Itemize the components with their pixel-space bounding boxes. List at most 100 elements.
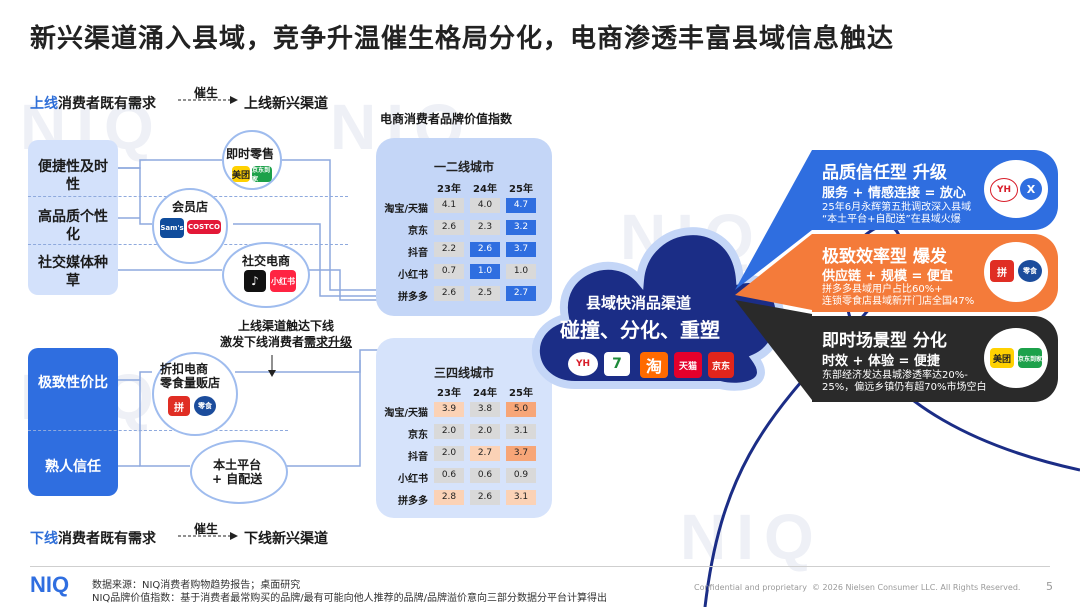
top-need-label: 上线消费者既有需求 [30, 96, 156, 112]
need-trust: 熟人信任 [45, 459, 101, 475]
hema-logo-icon: X [1020, 178, 1042, 200]
discount-circle [152, 352, 238, 436]
index-cell: 2.7 [470, 446, 500, 461]
instant-retail-label: 即时零售 [226, 147, 275, 161]
index-cell: 5.0 [506, 402, 536, 417]
page-title: 新兴渠道涌入县域，竞争升温催生格局分化，电商渗透丰富县域信息触达 [30, 24, 895, 54]
platform-label: 拼多多 [398, 496, 428, 507]
tier3-title: 三四线城市 [433, 366, 494, 380]
divider [28, 430, 288, 431]
local-platform-circle [190, 440, 288, 504]
platform-label: 抖音 [408, 248, 428, 259]
mid-note-line2: 激发下线消费者 [220, 335, 305, 349]
index-cell: 2.5 [470, 286, 500, 301]
index-cell: 2.6 [470, 490, 500, 505]
card-instant: 即时场景型 分化 时效 + 体验 = 便捷 东部经济发达县城渗透率达20%- 2… [812, 316, 1058, 402]
yonghui-logo-icon: YH [990, 178, 1018, 202]
index-cell: 2.2 [434, 242, 464, 257]
jd-logo-icon: 京东 [708, 352, 734, 378]
pdd-logo-icon: 拼 [990, 260, 1014, 282]
tier1-title: 一二线城市 [433, 160, 494, 174]
card-subtitle: 供应链 + 规模 = 便宜 [822, 269, 953, 284]
platform-label: 淘宝/天猫 [384, 204, 428, 215]
index-cell: 2.7 [506, 286, 536, 301]
platform-label: 小红书 [398, 270, 428, 281]
card-title: 品质信任型 升级 [822, 163, 947, 183]
year-header: 23年 [437, 388, 461, 399]
tier1-table: 一二线城市 23年 24年 25年淘宝/天猫 4.1 4.0 4.7 京东 2.6 2.3 3.2… [376, 138, 552, 316]
index-cell: 1.0 [470, 264, 500, 279]
year-header: 25年 [509, 388, 533, 399]
niq-logo: NIQ [30, 572, 70, 597]
footer-divider [30, 566, 1050, 567]
social-commerce-label: 社交电商 [242, 254, 291, 268]
index-cell: 3.2 [506, 220, 536, 235]
top-target-label: 上线新兴渠道 [244, 96, 328, 112]
index-cell: 4.0 [470, 198, 500, 213]
card-efficiency: 极致效率型 爆发 供应链 + 规模 = 便宜 拼多多县域用户占比60%+ 连锁零… [812, 234, 1058, 312]
index-cell: 3.7 [506, 242, 536, 257]
platform-label: 淘宝/天猫 [384, 408, 428, 419]
index-cell: 3.1 [506, 424, 536, 439]
bottom-need-label: 下线消费者既有需求 [30, 531, 156, 547]
year-header: 23年 [437, 184, 461, 195]
platform-label: 小红书 [398, 474, 428, 485]
confidential-note: Confidential and proprietary [694, 583, 807, 592]
jd-daojia-logo-icon: 京东到家 [1018, 348, 1042, 368]
index-cell: 0.6 [434, 468, 464, 483]
need-social: 社交媒体种草 [38, 255, 108, 289]
platform-label: 京东 [408, 430, 428, 441]
index-cell: 3.7 [506, 446, 536, 461]
source-note: 数据来源：NIQ消费者购物趋势报告；桌面研究 [92, 580, 301, 591]
tmall-logo-icon: 天猫 [674, 352, 702, 378]
meituan-logo-icon: 美团 [990, 348, 1014, 368]
platform-label: 拼多多 [398, 292, 428, 303]
mid-note: 上线渠道触达下线 激发下线消费者需求升级 [220, 318, 352, 350]
pdd-logo-icon: 拼 [168, 396, 190, 416]
seven-eleven-logo-icon: 7 [604, 352, 630, 376]
card-desc: 东部经济发达县城渗透率达20%- [822, 370, 968, 381]
bottom-arrow-icon [178, 532, 238, 540]
cloud-line2: 碰撞、分化、重塑 [560, 318, 720, 342]
year-header: 24年 [473, 184, 497, 195]
douyin-logo-icon: ♪ [244, 270, 266, 292]
card-subtitle: 服务 + 情感连接 = 放心 [822, 186, 966, 201]
bottom-target-label: 下线新兴渠道 [244, 531, 328, 547]
card-title: 极致效率型 爆发 [822, 247, 947, 267]
index-cell: 2.6 [434, 286, 464, 301]
card-title: 即时场景型 分化 [822, 331, 947, 351]
watermark: NIQ [680, 501, 824, 573]
index-cell: 3.1 [506, 490, 536, 505]
top-arrow-label: 催生 [194, 86, 219, 100]
index-cell: 2.3 [470, 220, 500, 235]
sams-logo-icon: Sam's [160, 218, 184, 238]
year-header: 25年 [509, 184, 533, 195]
card-desc: 拼多多县域用户占比60%+ [822, 284, 943, 295]
meituan-logo-icon: 美团 [232, 166, 250, 182]
jd-daojia-logo-icon: 京东到家 [252, 166, 272, 183]
index-cell: 2.0 [434, 424, 464, 439]
index-cell: 4.7 [506, 198, 536, 213]
xiaohongshu-logo-icon: 小红书 [270, 270, 296, 292]
cloud-line1: 县域快消品渠道 [586, 294, 692, 312]
index-cell: 0.6 [470, 468, 500, 483]
taobao-logo-icon: 淘 [640, 352, 668, 378]
index-title: 电商消费者品牌价值指数 [380, 112, 513, 126]
costco-logo-icon: COSTCO [187, 220, 221, 234]
page-number: 5 [1046, 580, 1053, 593]
social-commerce-circle [222, 242, 310, 308]
snack-store-logo-icon: 零食 [1018, 260, 1042, 282]
index-cell: 0.9 [506, 468, 536, 483]
platform-label: 京东 [408, 226, 428, 237]
card-desc: 25年6月永辉第五批调改深入县域 [822, 202, 972, 213]
card-desc: 连锁零食店县域新开门店全国47% [822, 296, 975, 307]
index-cell: 2.6 [434, 220, 464, 235]
index-cell: 0.7 [434, 264, 464, 279]
card-quality-trust: 品质信任型 升级 服务 + 情感连接 = 放心 25年6月永辉第五批调改深入县域… [812, 150, 1058, 230]
bottom-arrow-label: 催生 [194, 522, 219, 536]
index-cell: 4.1 [434, 198, 464, 213]
lower-needs-panel [28, 348, 118, 496]
